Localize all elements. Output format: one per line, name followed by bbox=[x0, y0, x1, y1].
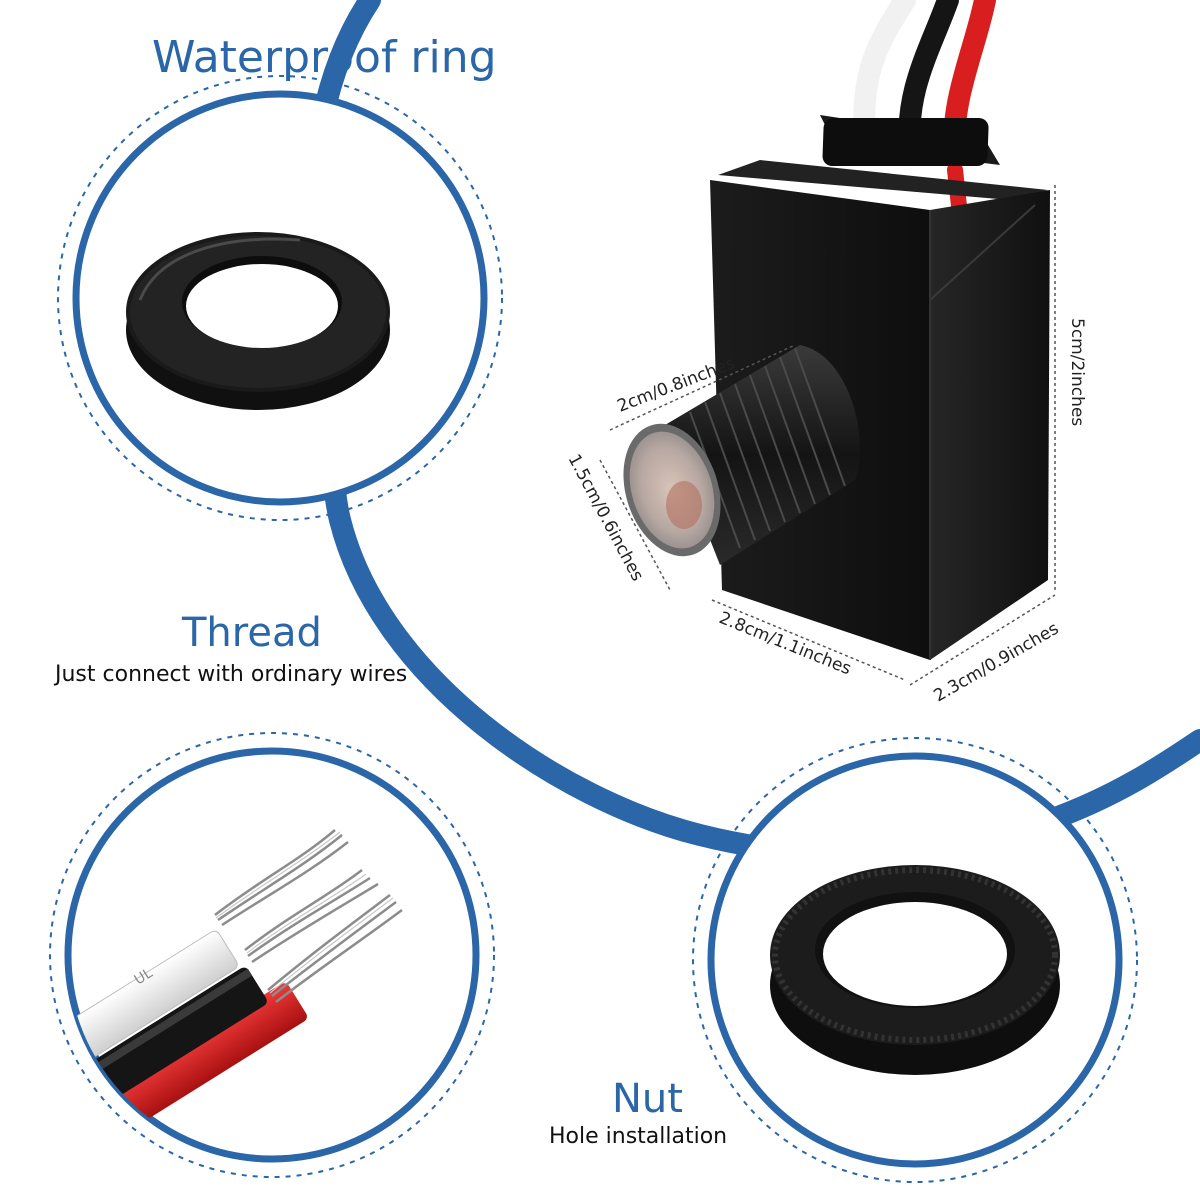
dashed-rings bbox=[49, 75, 1138, 1183]
nut-title: Nut bbox=[612, 1076, 683, 1122]
wire-print-text: UL bbox=[132, 965, 156, 988]
dimension-length: 2.8cm/1.1inches bbox=[716, 608, 854, 679]
photocell-body bbox=[710, 115, 1050, 660]
dimension-height: 5cm/2inches bbox=[1067, 318, 1087, 426]
waterproof-ring-image bbox=[126, 232, 390, 410]
nut-image bbox=[770, 865, 1060, 1075]
dimension-lens-depth: 1.5cm/0.6inches bbox=[564, 451, 648, 585]
dimension-lens-width: 2cm/0.8inches bbox=[615, 353, 738, 416]
thread-subtitle: Just connect with ordinary wires bbox=[55, 662, 408, 687]
waterproof-ring-title: Waterproof ring bbox=[152, 32, 497, 83]
dimension-width: 2.3cm/0.9inches bbox=[931, 619, 1063, 707]
dimension-lines bbox=[599, 185, 1056, 686]
nut-subtitle: Hole installation bbox=[549, 1124, 728, 1149]
thread-title: Thread bbox=[182, 610, 322, 656]
photocell-sensor bbox=[623, 345, 860, 565]
wires-image bbox=[68, 829, 403, 1122]
